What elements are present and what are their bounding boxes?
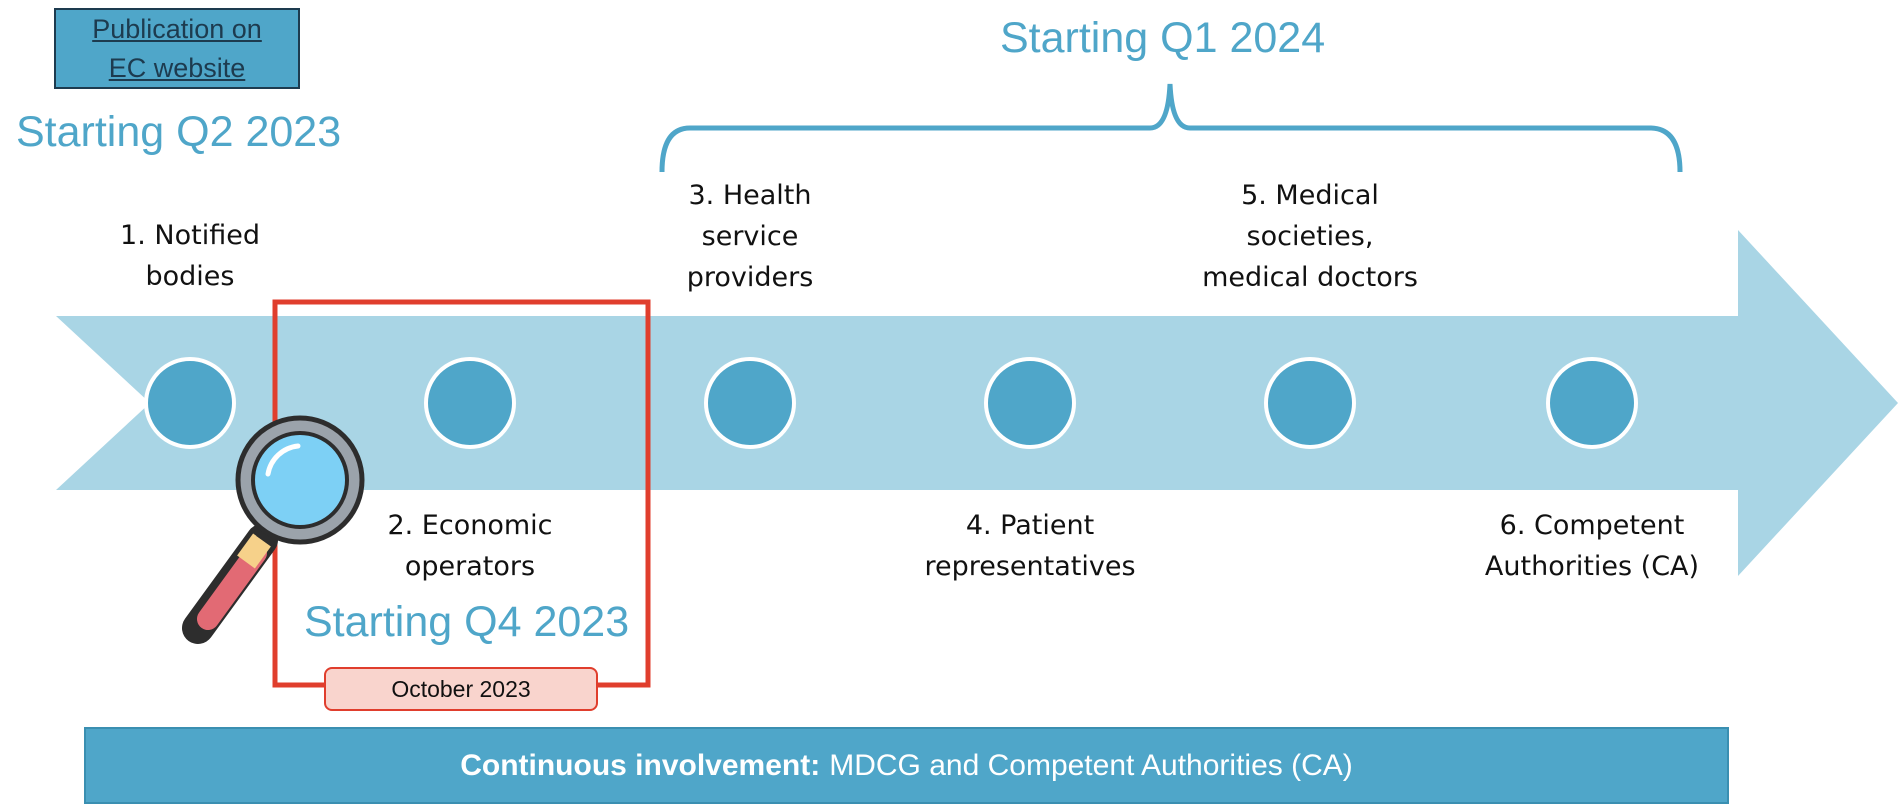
stakeholder-2-economic-operators: 2. Economic operators [320, 505, 620, 587]
publication-link[interactable]: Publication on EC website [54, 8, 300, 89]
stakeholder-5-line-1: 5. Medical [1241, 180, 1379, 211]
stakeholder-2-line-1: 2. Economic [387, 510, 553, 541]
timeline-node-2[interactable] [424, 357, 516, 449]
stakeholder-3-health-service-providers: 3. Health service providers [600, 175, 900, 298]
stakeholder-4-line-2: representatives [924, 551, 1136, 582]
timeline-nodes [144, 357, 1638, 449]
phase-label-q4-2023: Starting Q4 2023 [304, 598, 630, 646]
continuous-involvement-bar: Continuous involvement: MDCG and Compete… [84, 727, 1729, 804]
stakeholder-5-line-3: medical doctors [1202, 262, 1418, 293]
stakeholder-4-patient-representatives: 4. Patient representatives [880, 505, 1180, 587]
phase-label-q1-2024: Starting Q1 2024 [1000, 14, 1326, 62]
timeline-node-3[interactable] [704, 357, 796, 449]
publication-link-line-1: Publication on [92, 13, 262, 44]
timeline-node-1[interactable] [144, 357, 236, 449]
timeline-arrow [56, 230, 1898, 576]
phase-label-q2-2023: Starting Q2 2023 [16, 108, 342, 156]
october-2023-date-badge: October 2023 [324, 667, 598, 711]
stakeholder-2-line-2: operators [404, 551, 536, 582]
stakeholder-4-line-1: 4. Patient [965, 510, 1095, 541]
stakeholder-5-line-2: societies, [1246, 221, 1374, 252]
publication-link-line-2: EC website [108, 52, 246, 83]
stakeholder-3-line-2: service [701, 221, 799, 252]
stakeholder-6-line-2: Authorities (CA) [1484, 551, 1700, 582]
stakeholder-3-line-3: providers [686, 262, 814, 293]
continuous-involvement-text: MDCG and Competent Authorities (CA) [829, 748, 1353, 782]
stakeholder-5-medical-societies: 5. Medical societies, medical doctors [1160, 175, 1460, 298]
timeline-node-4[interactable] [984, 357, 1076, 449]
stakeholder-6-competent-authorities: 6. Competent Authorities (CA) [1442, 505, 1742, 587]
q1-2024-brace [659, 83, 1683, 173]
continuous-involvement-label: Continuous involvement: [460, 748, 821, 782]
magnifying-glass-icon [182, 415, 365, 644]
stakeholder-1-line-2: bodies [145, 261, 235, 292]
stakeholder-1-notified-bodies: 1. Notified bodies [40, 215, 340, 297]
timeline-node-6[interactable] [1546, 357, 1638, 449]
timeline-node-5[interactable] [1264, 357, 1356, 449]
stakeholder-6-line-1: 6. Competent [1499, 510, 1685, 541]
stakeholder-3-line-1: 3. Health [688, 180, 812, 211]
stakeholder-1-line-1: 1. Notified [120, 220, 260, 251]
